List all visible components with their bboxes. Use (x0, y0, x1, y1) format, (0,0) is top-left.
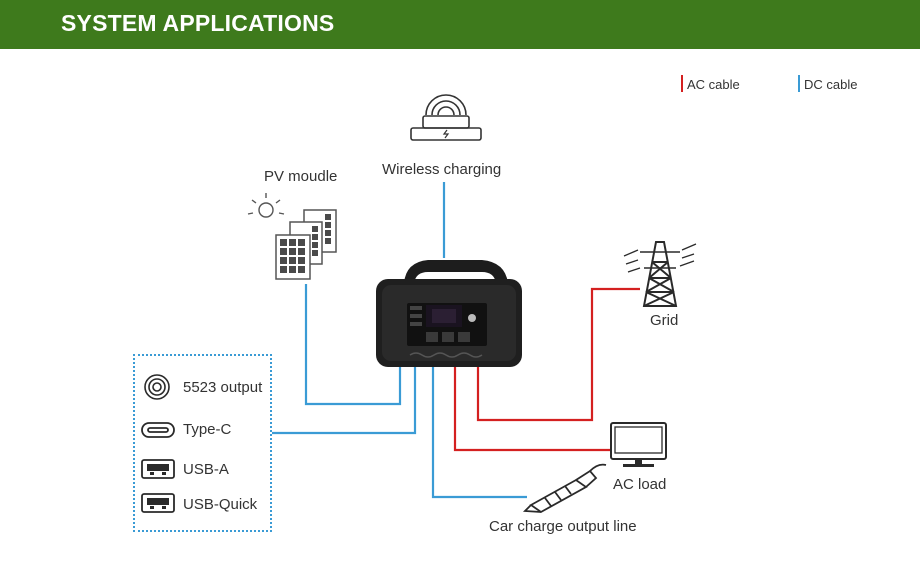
car-charge-output-label: Car charge output line (489, 518, 637, 535)
dc-cable-pv (304, 284, 402, 406)
power-station-icon (376, 260, 522, 367)
usb-c-icon (141, 422, 175, 438)
monitor-icon (610, 422, 667, 467)
usb-quick-icon (141, 493, 175, 513)
ac-load-label: AC load (613, 476, 667, 493)
ac-cables (453, 287, 640, 452)
page-title: SYSTEM APPLICATIONS (61, 10, 335, 36)
car-charger-icon (522, 463, 607, 514)
dc-cable-legend-swatch (798, 75, 800, 92)
output-type-c-label: Type-C (183, 421, 232, 438)
header-banner: SYSTEM APPLICATIONS (0, 0, 920, 49)
ac-cable-load (453, 367, 610, 452)
dc-barrel-icon (144, 374, 170, 400)
pv-panel-icon (247, 193, 337, 280)
grid-label: Grid (650, 312, 679, 329)
pv-module-label: PV moudle (264, 168, 338, 185)
ac-cable-legend-swatch (681, 75, 683, 92)
wireless-charger-icon (410, 94, 482, 141)
dc-cables (272, 182, 527, 499)
wireless-charging-label: Wireless charging (382, 161, 502, 178)
grid-tower-icon (623, 241, 697, 307)
dc-cable-legend-label: DC cable (804, 77, 858, 92)
dc-outputs-group (133, 354, 272, 532)
output-usb-quick-label: USB-Quick (183, 496, 258, 513)
dc-cable-outputs (272, 367, 417, 435)
output-usb-a-label: USB-A (183, 461, 229, 478)
ac-cable-legend-label: AC cable (687, 77, 740, 92)
output-5523-label: 5523 output (183, 379, 263, 396)
ac-cable-grid (476, 287, 640, 422)
dc-cable-car (431, 367, 527, 499)
usb-a-icon (141, 459, 175, 479)
